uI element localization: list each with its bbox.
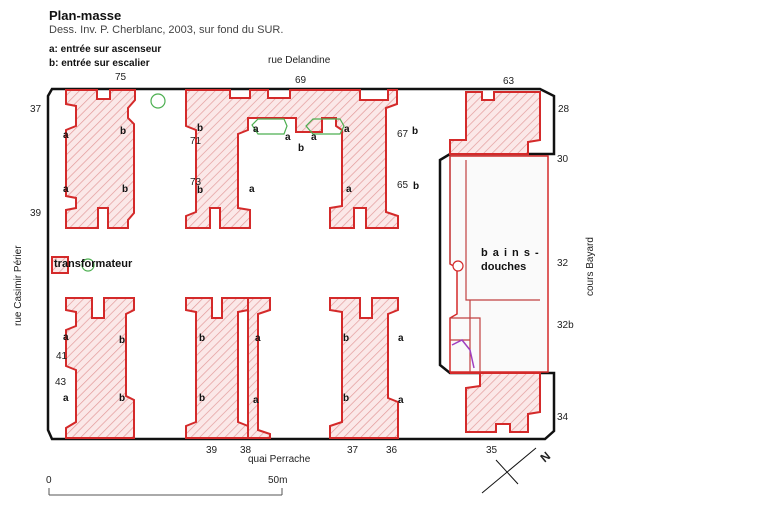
entrance-a: a — [344, 124, 350, 135]
entrance-b: b — [197, 185, 204, 196]
street-number: 32b — [557, 320, 574, 331]
transformer-label: transformateur — [54, 258, 133, 270]
street-number: 39 — [30, 208, 42, 219]
building-top-right — [449, 91, 541, 155]
street-number: 28 — [558, 104, 570, 115]
street-number: 65 — [397, 180, 409, 191]
scale-bar — [48, 488, 283, 496]
building-top-1 — [65, 89, 136, 229]
street-number: 71 — [190, 136, 202, 147]
baths-label-2: douches — [481, 261, 527, 273]
credit-line: Dess. Inv. P. Cherblanc, 2003, sur fond … — [49, 24, 284, 36]
street-left: rue Casimir Périer — [13, 245, 24, 326]
entrance-a: a — [398, 395, 404, 406]
street-number: 69 — [295, 75, 307, 86]
entrance-a: a — [63, 130, 69, 141]
entrance-b: b — [199, 393, 206, 404]
legend-a: a: entrée sur ascenseur — [49, 44, 162, 55]
street-number: 43 — [55, 377, 67, 388]
street-number: 73 — [190, 177, 202, 188]
entrance-b: b — [122, 184, 129, 195]
scale-end: 50m — [268, 475, 288, 486]
transformer-building — [51, 256, 69, 274]
entrance-b: b — [119, 393, 126, 404]
street-number: 32 — [557, 258, 569, 269]
entrance-a: a — [63, 332, 69, 343]
entrance-a: a — [253, 124, 259, 135]
street-number: 75 — [115, 72, 127, 83]
building-bottom-1 — [65, 297, 135, 439]
entrance-a: a — [346, 184, 352, 195]
scale-start: 0 — [46, 475, 52, 486]
entrance-b: b — [298, 143, 305, 154]
street-number: 38 — [240, 445, 252, 456]
street-number: 36 — [386, 445, 398, 456]
entrance-a: a — [249, 184, 255, 195]
annex-green — [251, 118, 345, 135]
entrance-b: b — [412, 126, 419, 137]
street-number: 34 — [557, 412, 569, 423]
entrance-b: b — [120, 126, 127, 137]
entrance-a: a — [63, 184, 69, 195]
street-number: 35 — [486, 445, 498, 456]
street-number: 39 — [206, 445, 218, 456]
building-bottom-2 — [185, 297, 271, 439]
tree-icon — [150, 93, 166, 109]
north-arrow — [481, 447, 537, 494]
entrance-b: b — [197, 123, 204, 134]
street-number: 67 — [397, 129, 409, 140]
building-bottom-3 — [329, 297, 399, 439]
building-top-2 — [185, 89, 399, 229]
street-number: 37 — [347, 445, 359, 456]
entrance-a: a — [255, 333, 261, 344]
entrance-a: a — [253, 395, 259, 406]
entrance-b: b — [119, 335, 126, 346]
street-top: rue Delandine — [268, 55, 331, 66]
page-title: Plan-masse — [49, 8, 122, 23]
street-number: 63 — [503, 76, 515, 87]
street-number: 41 — [56, 351, 68, 362]
street-number: 37 — [30, 104, 42, 115]
baths-label-1: b a i n s - — [481, 247, 540, 259]
legend-b: b: entrée sur escalier — [49, 58, 150, 69]
entrance-b: b — [343, 393, 350, 404]
entrance-b: b — [343, 333, 350, 344]
entrance-b: b — [199, 333, 206, 344]
entrance-a: a — [311, 132, 317, 143]
street-bottom: quai Perrache — [248, 454, 311, 465]
street-right: cours Bayard — [585, 237, 596, 296]
entrance-a: a — [285, 132, 291, 143]
building-bottom-right — [450, 372, 541, 433]
entrance-a: a — [63, 393, 69, 404]
entrance-b: b — [413, 181, 420, 192]
street-number: 30 — [557, 154, 569, 165]
entrance-a: a — [398, 333, 404, 344]
